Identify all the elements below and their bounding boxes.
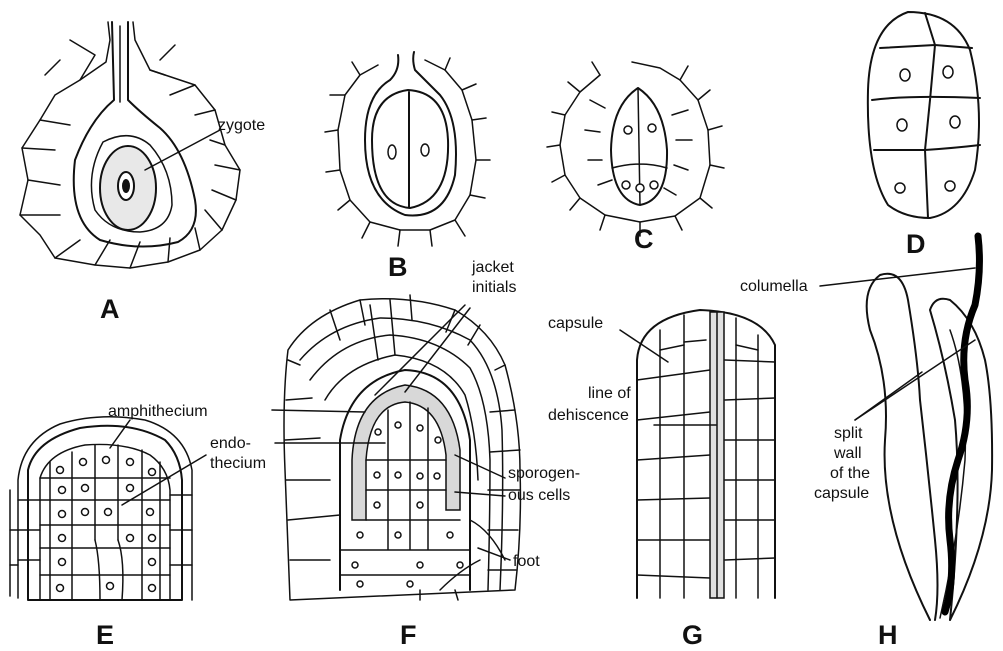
panel-b: B: [325, 52, 490, 282]
embryo-e-outer-layers: [10, 417, 192, 600]
zygote-nucleolus: [122, 179, 130, 193]
sporogenous-leader-line-1: [455, 455, 505, 478]
archegonium-b-outline: [365, 52, 456, 216]
label-split-wall-4: capsule: [814, 485, 869, 502]
label-zygote: zygote: [218, 117, 265, 134]
label-sporogenous-2: ous cells: [508, 487, 570, 504]
label-foot: foot: [513, 553, 540, 570]
amphithecium-leader-line: [110, 420, 130, 448]
embryo-d-nucleus-3: [897, 119, 907, 131]
embryo-d-nucleus-5: [895, 183, 905, 193]
endothecium-leader-line: [122, 455, 206, 505]
label-split-wall-3: of the: [830, 465, 870, 482]
embryo-c-nucleus-5: [650, 181, 658, 189]
label-columella: columella: [740, 278, 808, 295]
embryo-c-nucleus-4: [636, 184, 644, 192]
panel-letter-a: A: [100, 294, 120, 324]
panel-letter-g: G: [682, 620, 703, 650]
embryo-d-nucleus-4: [950, 116, 960, 128]
embryo-b-nucleus-1: [388, 145, 396, 159]
label-jacket-1: jacket: [471, 259, 514, 276]
amphithecium-f-leader-line: [272, 410, 365, 412]
label-split-wall-1: split: [834, 425, 863, 442]
label-split-wall-2: wall: [833, 445, 862, 462]
label-amphithecium: amphithecium: [108, 403, 208, 420]
sporogenous-leader-line-2: [455, 492, 505, 496]
panel-b-tissue: [325, 58, 490, 246]
panel-g: capsule line of dehiscence G: [548, 310, 775, 650]
embryo-e-cells: [10, 445, 192, 600]
embryo-d-walls: [872, 13, 980, 218]
foot-leader-line: [478, 548, 510, 560]
label-jacket-2: initials: [472, 279, 516, 296]
capsule-g-cells: [637, 315, 775, 598]
columella-leader-line: [820, 268, 975, 286]
zygote-leader-line: [145, 130, 220, 170]
embryo-c-nucleus-3: [622, 181, 630, 189]
embryo-d-outline: [868, 12, 979, 218]
capsule-leader-line: [620, 330, 668, 362]
panel-letter-b: B: [388, 252, 408, 282]
label-endothecium-1: endo-: [210, 435, 251, 452]
label-endothecium-2: thecium: [210, 455, 266, 472]
embryo-c-nucleus-2: [648, 124, 656, 132]
label-dehiscence-1: line of: [588, 385, 631, 402]
panel-c: C: [547, 62, 724, 254]
embryo-d-nucleus-6: [945, 181, 955, 191]
embryo-d-nucleus-2: [943, 66, 953, 78]
embryo-b-nucleus-2: [421, 144, 429, 156]
panel-letter-c: C: [634, 224, 654, 254]
label-dehiscence-2: dehiscence: [548, 407, 629, 424]
label-capsule: capsule: [548, 315, 603, 332]
panel-letter-f: F: [400, 620, 417, 650]
panel-letter-e: E: [96, 620, 114, 650]
panel-c-tissue: [547, 62, 724, 236]
panel-f: jacket initials sporogen- ous cells foot…: [272, 259, 580, 650]
capsule-g-outline: [637, 310, 775, 598]
panel-a: zygote A: [20, 22, 265, 324]
panel-letter-h: H: [878, 620, 898, 650]
label-sporogenous-1: sporogen-: [508, 465, 580, 482]
sporogenous-layer: [352, 385, 460, 520]
columella: [945, 236, 979, 612]
panel-e: amphithecium endo- thecium E: [10, 403, 266, 650]
embryo-c-nucleus-1: [624, 126, 632, 134]
embryo-d-nucleus-1: [900, 69, 910, 81]
panel-f-tissue: [284, 295, 520, 600]
panel-d: D: [868, 12, 980, 259]
panel-letter-d: D: [906, 229, 926, 259]
foot-tissue: [420, 520, 505, 600]
embryo-b-outline: [372, 90, 448, 208]
capsule-h-left-valve: [867, 274, 938, 620]
panel-h: columella split wall of the capsule H: [740, 236, 992, 650]
